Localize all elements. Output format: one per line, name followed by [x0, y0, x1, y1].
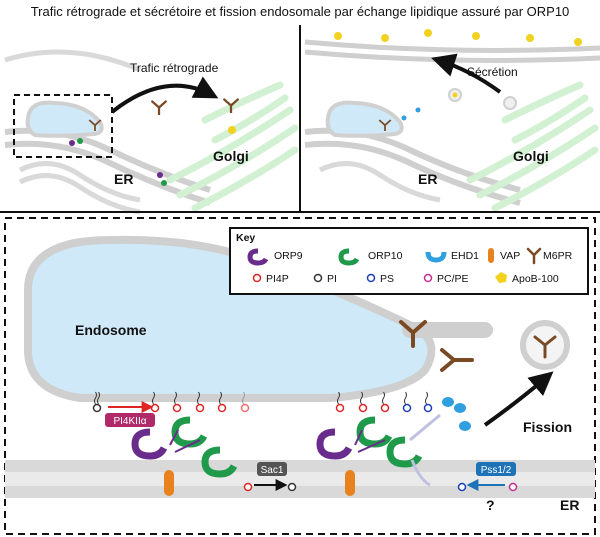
- secretion-label: Sécrétion: [467, 65, 518, 79]
- orp-complex-right: [316, 413, 441, 496]
- orp10-icon: [77, 138, 83, 144]
- orp10-icon: [161, 180, 167, 186]
- m6pr-icon: [533, 335, 557, 359]
- fission-label: Fission: [523, 419, 572, 435]
- ehd1-icon: [442, 397, 454, 407]
- key-item-vap: VAP: [500, 250, 520, 262]
- fission-arrow: [483, 371, 554, 427]
- apob-icon: [452, 92, 458, 98]
- sac1-label: Sac1: [261, 465, 284, 476]
- er-tubule: [18, 161, 141, 215]
- sac1-enzyme: [257, 462, 287, 476]
- golgi-stack: [166, 81, 299, 212]
- key-item-pcpe: PC/PE: [437, 273, 469, 285]
- ps-icon: [457, 482, 467, 492]
- pcpe-icon: [423, 273, 433, 283]
- pi-icon: [287, 482, 297, 492]
- key-item-ps: PS: [380, 273, 394, 285]
- panel-fission: ER Endosome Fission PI4KIIα: [5, 235, 595, 513]
- key-heading: Key: [236, 232, 255, 244]
- key-item-ehd1: EHD1: [451, 250, 479, 262]
- pi-icon: [313, 273, 323, 283]
- lipid-row-right: [335, 391, 433, 413]
- ehd1-icon: [459, 421, 471, 431]
- vesicle: [503, 96, 517, 110]
- orp-complex-left: [131, 416, 238, 496]
- er-tubule: [318, 161, 441, 203]
- orp9-icon: [131, 428, 168, 460]
- er-label-left: ER: [114, 171, 133, 187]
- m6pr-icon: [526, 247, 542, 265]
- pi4k-label: PI4KIIα: [113, 416, 146, 427]
- endosome-large: [24, 235, 436, 402]
- ps-icon: [366, 273, 376, 283]
- ehd1-icon: [425, 251, 447, 263]
- pss-label: Pss1/2: [481, 465, 512, 476]
- retrograde-arrow: [110, 76, 219, 114]
- orp10-icon: [201, 446, 238, 478]
- ehd1-icon: [454, 403, 466, 413]
- pcpe-icon: [508, 482, 518, 492]
- vap-icon: [164, 470, 174, 496]
- fission-panel-frame: [4, 217, 596, 535]
- er-label-bottom: ER: [560, 497, 579, 513]
- vap-icon: [488, 248, 494, 263]
- golgi-label-left: Golgi: [213, 148, 249, 164]
- golgi-label-right: Golgi: [513, 148, 549, 164]
- key-item-m6pr: M6PR: [543, 250, 573, 262]
- pi4p-icon: [252, 273, 262, 283]
- er-membrane-top: [5, 460, 595, 472]
- vap-icon: [345, 470, 355, 496]
- key-item-orp10: ORP10: [368, 250, 403, 262]
- m6pr-icon: [440, 348, 474, 372]
- golgi-stack: [466, 81, 599, 212]
- endosome-small: [325, 100, 404, 138]
- orp9-icon: [247, 248, 269, 266]
- orp10-icon: [338, 248, 360, 266]
- er-membrane-bottom: [5, 486, 595, 498]
- pss-enzyme: [476, 462, 516, 476]
- orp9-icon: [316, 428, 353, 460]
- endosome-label: Endosome: [75, 322, 147, 338]
- panel-retrograde: Trafic rétrograde ER Golgi: [4, 49, 299, 215]
- pi4k-enzyme: [105, 413, 155, 427]
- panel-secretion: Sécrétion ER Golgi: [304, 29, 600, 212]
- orp9-icon: [69, 140, 75, 146]
- m6pr-icon: [151, 100, 167, 115]
- figure-title: Trafic rétrograde et sécrétoire et fissi…: [31, 4, 570, 19]
- er-lumen: [5, 472, 595, 486]
- retrograde-label: Trafic rétrograde: [130, 61, 219, 75]
- orp9-icon: [157, 172, 163, 178]
- pi4p-icon: [243, 482, 253, 492]
- key-item-orp9: ORP9: [274, 250, 303, 262]
- ehd1-icon: [401, 115, 407, 121]
- er-label-right: ER: [418, 171, 437, 187]
- unknown-mark: ?: [486, 497, 495, 513]
- orp10-icon: [356, 416, 393, 448]
- secretion-arrow: [431, 53, 502, 94]
- key-item-pi4p: PI4P: [266, 273, 289, 285]
- er-tubule: [4, 49, 141, 73]
- key-item-pi: PI: [327, 273, 337, 285]
- orp10-icon: [171, 416, 208, 448]
- apob-secreted: [334, 29, 582, 46]
- ehd1-icon: [415, 107, 421, 113]
- endosome-small: [25, 100, 104, 138]
- apob-icon: [228, 126, 236, 134]
- key-item-apob: ApoB-100: [512, 273, 559, 285]
- key-frame: [229, 227, 589, 295]
- apob-icon: [495, 272, 507, 283]
- plasma-membrane: [304, 39, 600, 63]
- key-box: Key ORP9 ORP10 EHD1 VAP M6PR PI4P PI PS …: [229, 227, 589, 295]
